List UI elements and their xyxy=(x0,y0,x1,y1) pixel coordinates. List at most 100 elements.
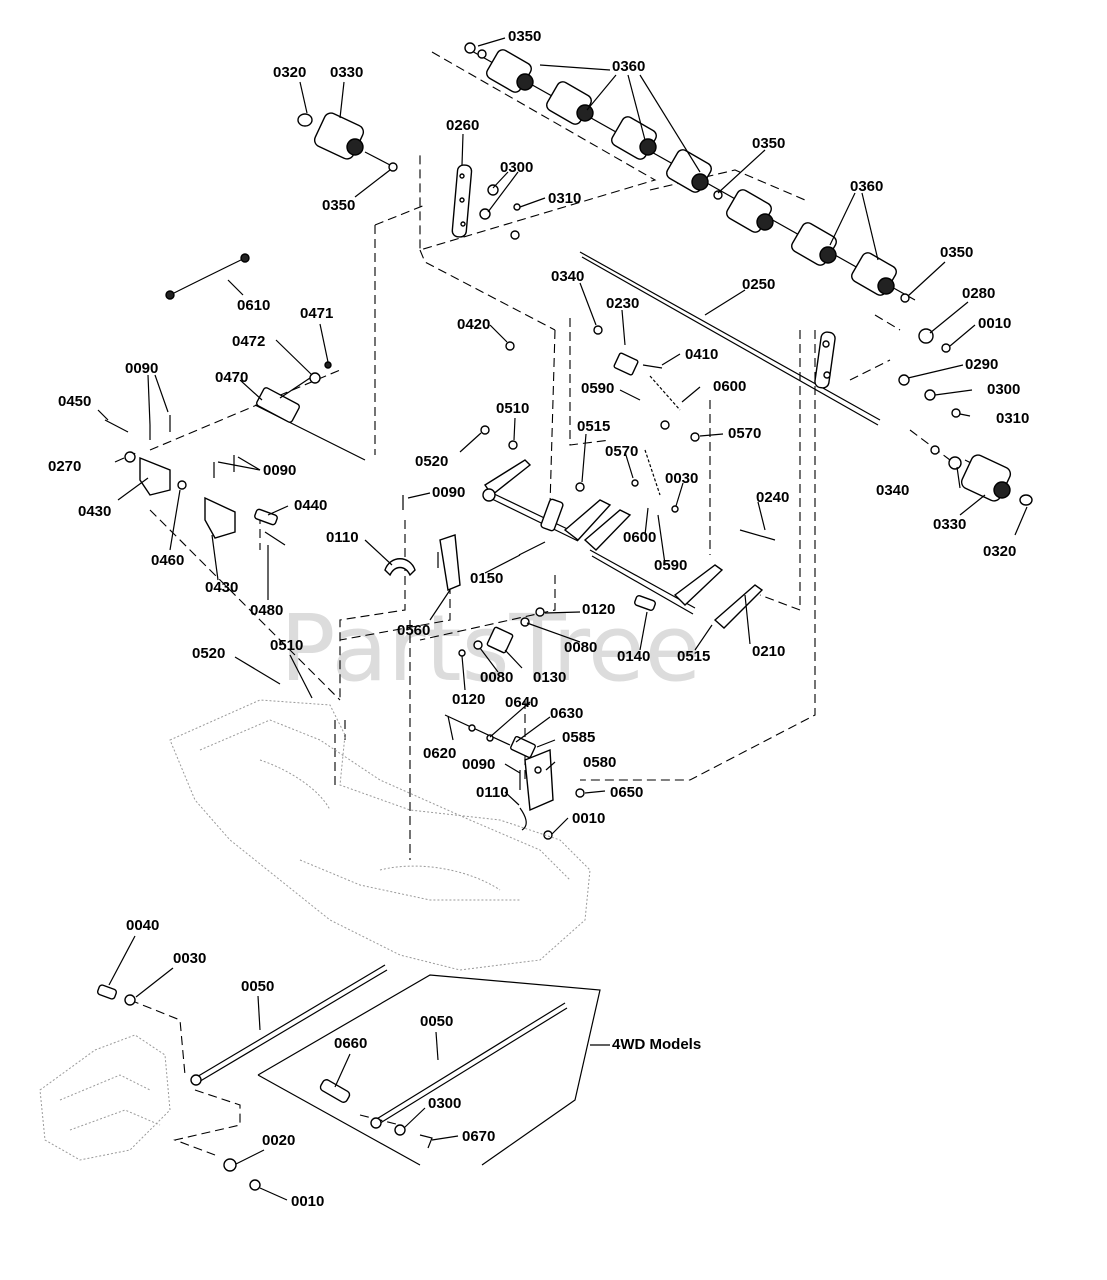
part-label: 0600 xyxy=(623,529,656,546)
part-label: 0330 xyxy=(330,64,363,81)
part-label: 0310 xyxy=(996,410,1029,427)
part-label: 0050 xyxy=(420,1013,453,1030)
part-label: 0150 xyxy=(470,570,503,587)
part-label: 0570 xyxy=(728,425,761,442)
part-label: 0300 xyxy=(987,381,1020,398)
part-label: 0240 xyxy=(756,489,789,506)
part-label: 0520 xyxy=(192,645,225,662)
part-label: 0350 xyxy=(322,197,355,214)
cable-0610 xyxy=(165,253,250,300)
part-label: 0620 xyxy=(423,745,456,762)
part-label: 0510 xyxy=(496,400,529,417)
part-label: 0010 xyxy=(978,315,1011,332)
part-label: 0320 xyxy=(273,64,306,81)
part-label: 0320 xyxy=(983,543,1016,560)
tie-rod-0050-standard xyxy=(96,964,388,1191)
part-label: 0080 xyxy=(480,669,513,686)
watermark: PartsTree xyxy=(280,595,701,702)
part-label: 0300 xyxy=(428,1095,461,1112)
part-label: 0420 xyxy=(457,316,490,333)
part-label: 0515 xyxy=(577,418,610,435)
part-label: 0430 xyxy=(205,579,238,596)
part-label: 0580 xyxy=(583,754,616,771)
clips-0110-0560 xyxy=(384,495,545,657)
part-label: 0440 xyxy=(294,497,327,514)
part-label: 0010 xyxy=(291,1193,324,1210)
adjuster-0470 xyxy=(254,361,366,461)
group-label: 4WD Models xyxy=(612,1036,701,1053)
part-label: 0630 xyxy=(550,705,583,722)
right-hardware-stack xyxy=(898,328,961,418)
part-label: 0340 xyxy=(876,482,909,499)
part-label: 0590 xyxy=(654,557,687,574)
leader-lines xyxy=(97,37,1028,1201)
part-label: 0360 xyxy=(850,178,883,195)
part-label: 0340 xyxy=(551,268,584,285)
part-label: 0660 xyxy=(334,1035,367,1052)
part-label: 0600 xyxy=(713,378,746,395)
part-label: 0020 xyxy=(262,1132,295,1149)
part-label: 0270 xyxy=(48,458,81,475)
part-label: 0471 xyxy=(300,305,333,322)
part-label: 0670 xyxy=(462,1128,495,1145)
front-axle-outline xyxy=(39,1034,171,1161)
part-label: 0560 xyxy=(397,622,430,639)
part-label: 0640 xyxy=(505,694,538,711)
part-label: 0330 xyxy=(933,516,966,533)
part-label: 0250 xyxy=(742,276,775,293)
part-label: 0480 xyxy=(250,602,283,619)
part-labels: 0350 0360 0320 0330 0260 0300 0310 0350 … xyxy=(48,28,1029,1210)
bracket-0260 xyxy=(451,164,521,240)
part-label: 0520 xyxy=(415,453,448,470)
part-label: 0360 xyxy=(612,58,645,75)
part-label: 0040 xyxy=(126,917,159,934)
part-label: 0470 xyxy=(215,369,248,386)
part-label: 0120 xyxy=(452,691,485,708)
part-label: 0030 xyxy=(665,470,698,487)
part-label: 0050 xyxy=(241,978,274,995)
part-label: 0010 xyxy=(572,810,605,827)
part-label: 0460 xyxy=(151,552,184,569)
part-label: 0290 xyxy=(965,356,998,373)
part-label: 0210 xyxy=(752,643,785,660)
part-label: 0030 xyxy=(173,950,206,967)
part-label: 0350 xyxy=(508,28,541,45)
lift-shaft-0250 xyxy=(579,251,881,426)
part-label: 0590 xyxy=(581,380,614,397)
part-label: 0350 xyxy=(752,135,785,152)
center-linkage xyxy=(480,325,776,629)
4wd-group xyxy=(257,974,610,1166)
part-label: 0120 xyxy=(582,601,615,618)
part-label: 0090 xyxy=(432,484,465,501)
part-label: 0080 xyxy=(564,639,597,656)
part-label: 0450 xyxy=(58,393,91,410)
part-label: 0110 xyxy=(326,529,359,546)
part-label: 0310 xyxy=(548,190,581,207)
roller-right-lower xyxy=(930,445,1033,506)
roller-left-upper xyxy=(297,112,398,172)
part-label: 0410 xyxy=(685,346,718,363)
part-label: 0510 xyxy=(270,637,303,654)
part-label: 0350 xyxy=(940,244,973,261)
part-label: 0300 xyxy=(500,159,533,176)
mower-deck-outline xyxy=(169,699,591,971)
deck-roller-assembly-upper xyxy=(464,42,916,303)
part-label: 0280 xyxy=(962,285,995,302)
part-label: 0430 xyxy=(78,503,111,520)
part-label: 0650 xyxy=(610,784,643,801)
part-label: 0090 xyxy=(462,756,495,773)
part-label: 0130 xyxy=(533,669,566,686)
part-label: 0610 xyxy=(237,297,270,314)
part-label: 0090 xyxy=(263,462,296,479)
brackets-0430 xyxy=(104,415,286,546)
bracket-0580 xyxy=(444,714,585,840)
part-label: 0472 xyxy=(232,333,265,350)
part-label: 0090 xyxy=(125,360,158,377)
part-label: 0110 xyxy=(476,784,509,801)
part-label: 0570 xyxy=(605,443,638,460)
part-label: 0260 xyxy=(446,117,479,134)
part-label: 0230 xyxy=(606,295,639,312)
part-label: 0140 xyxy=(617,648,650,665)
part-label: 0585 xyxy=(562,729,595,746)
